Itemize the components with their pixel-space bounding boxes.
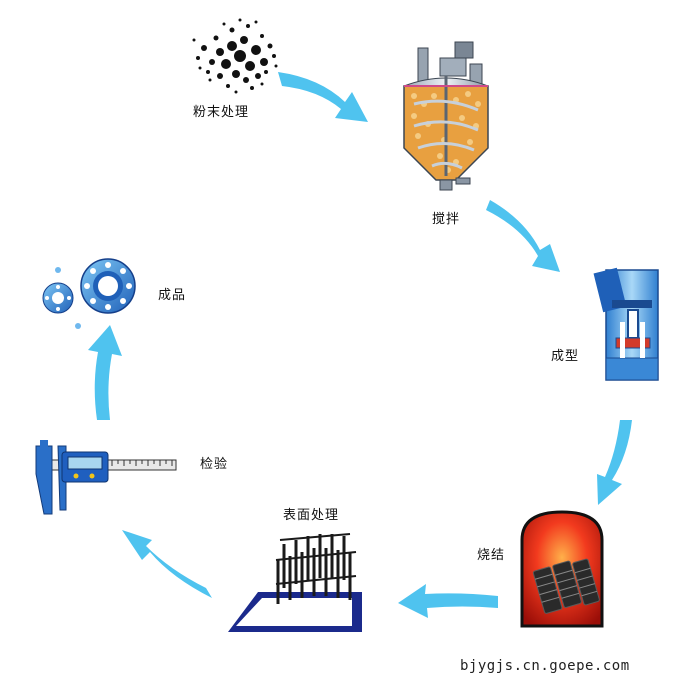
flow-arrows: [88, 72, 632, 618]
label-sintering: 烧结: [477, 548, 506, 563]
label-finished-product: 成品: [158, 288, 187, 303]
label-molding: 成型: [551, 349, 580, 364]
label-powder-processing: 粉末处理: [193, 105, 250, 120]
arrow-molding-to-sintering: [597, 420, 632, 505]
molding-press-icon: [593, 267, 659, 381]
arrow-mixing-to-molding: [486, 200, 560, 272]
surface-treatment-icon: [228, 533, 362, 632]
watermark-text: bjygjs.cn.goepe.com: [460, 658, 630, 674]
label-inspection: 检验: [200, 457, 229, 472]
arrow-sintering-to-surface: [398, 584, 498, 618]
sintering-furnace-icon: [520, 510, 604, 628]
label-mixing: 搅拌: [432, 212, 461, 227]
caliper-icon: [35, 440, 177, 515]
arrow-surface-to-inspection: [122, 530, 212, 598]
powder-icon: [192, 18, 278, 94]
arrow-inspection-to-product: [88, 325, 122, 420]
finished-parts-icon: [42, 258, 136, 329]
mixing-tank-icon: [403, 41, 489, 191]
arrow-powder-to-mixing: [278, 72, 368, 122]
label-surface-treatment: 表面处理: [283, 508, 340, 523]
